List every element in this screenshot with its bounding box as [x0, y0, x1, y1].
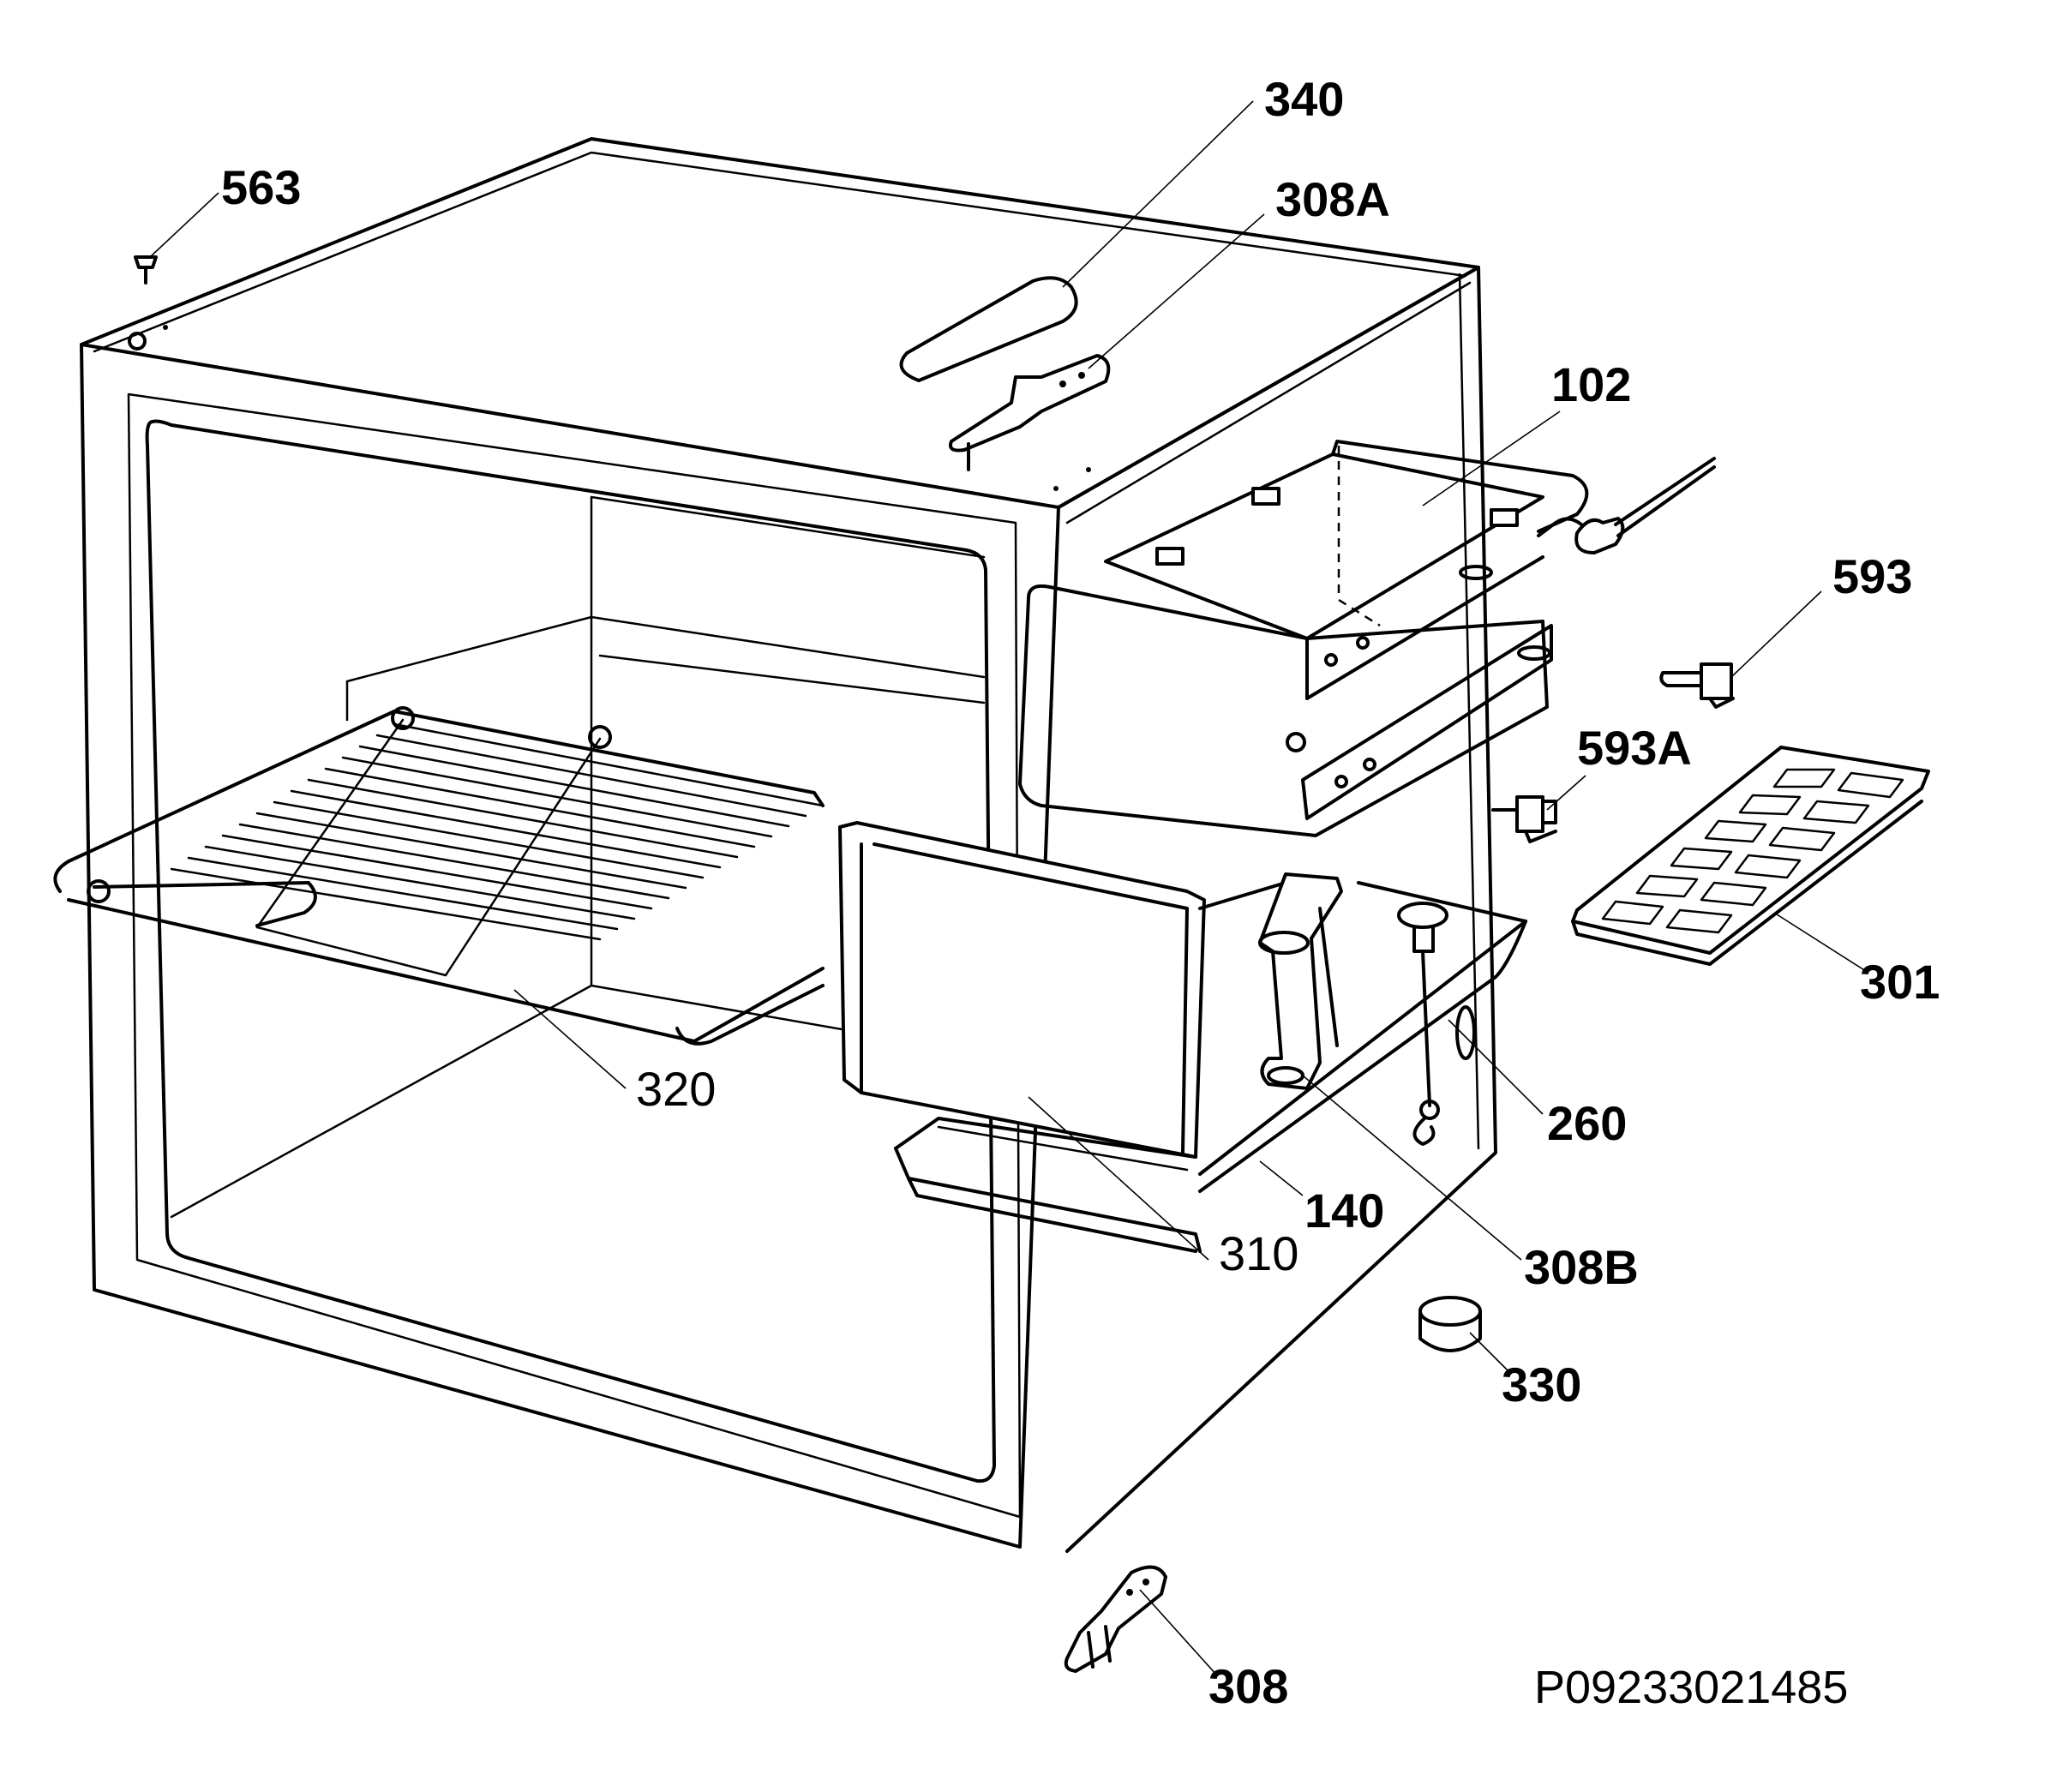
knob-330: [1418, 1296, 1482, 1352]
part-label-340: 340: [1264, 72, 1344, 126]
screw-563: [134, 255, 158, 285]
part-label-140: 140: [1304, 1184, 1384, 1238]
hinge-308A: [949, 354, 1111, 471]
part-label-301: 301: [1860, 955, 1940, 1009]
hinge-308: [1064, 1565, 1167, 1673]
drawing-id: P09233021485: [1534, 1662, 1848, 1713]
part-label-308B: 308B: [1524, 1240, 1639, 1294]
part-label-260: 260: [1547, 1096, 1627, 1150]
part-labels: 340 308A 563 102 593 593A 301 320 260 14…: [221, 72, 1940, 1713]
ice-tray-cells: [1601, 768, 1904, 934]
part-label-102: 102: [1551, 357, 1631, 411]
wire-shelf-bars: [170, 718, 825, 977]
part-label-320: 320: [636, 1062, 716, 1116]
lamp-holder-593: [1659, 662, 1735, 709]
part-label-310: 310: [1219, 1226, 1298, 1280]
drip-tray-310: [838, 821, 1206, 1253]
wire-shelf-320: [53, 706, 825, 1046]
evaporator-102: [1018, 440, 1716, 837]
part-label-330: 330: [1502, 1357, 1581, 1411]
evaporator-tray-140: [1198, 881, 1527, 1193]
part-label-563: 563: [221, 160, 301, 214]
part-label-593A: 593A: [1577, 721, 1692, 775]
part-label-308: 308: [1208, 1659, 1288, 1713]
part-label-593: 593: [1832, 549, 1912, 603]
thermostat-260: [1397, 902, 1448, 1146]
leader-lines: [149, 100, 1869, 1676]
ice-tray-301: [1571, 746, 1930, 966]
part-label-308A: 308A: [1275, 172, 1390, 226]
cabinet-body: [80, 137, 1497, 1553]
switch-593A: [1491, 795, 1557, 843]
handle-340: [899, 276, 1078, 382]
hinge-308B: [1258, 872, 1343, 1090]
